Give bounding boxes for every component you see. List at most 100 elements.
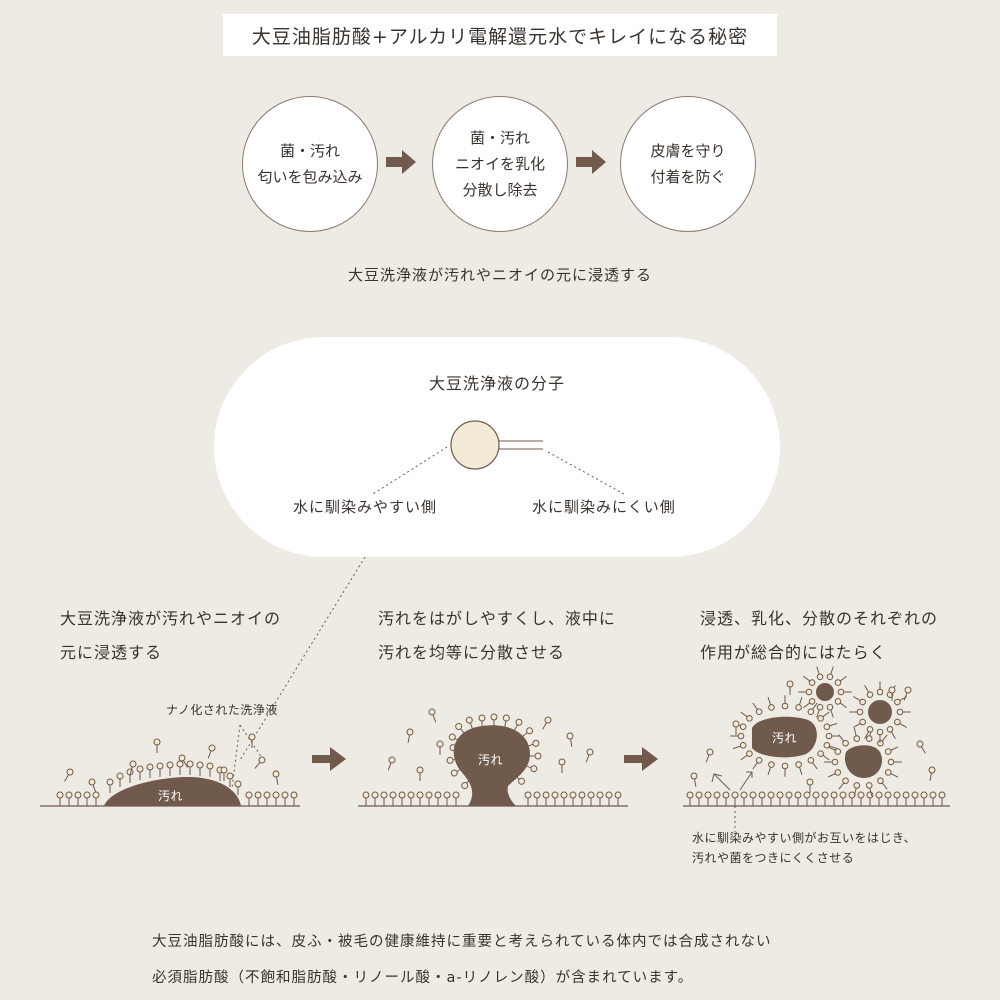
stage-3-line-2: 作用が総合的にはたらく (700, 643, 887, 662)
surfactant-molecule-icon (272, 791, 280, 806)
step-3-line-2: 付着を防ぐ (650, 168, 726, 186)
nano-label: ナノ化された洗浄液 (166, 703, 278, 717)
surfactant-molecule-icon (767, 791, 775, 806)
surfactant-molecule-icon (920, 791, 928, 806)
surfactant-molecule-icon (807, 756, 818, 770)
surfactant-molecule-icon (129, 760, 137, 775)
surfactant-molecule-icon (752, 756, 763, 770)
dirt-label-3: 汚れ (772, 731, 798, 745)
surfactant-molecule-icon (290, 791, 298, 806)
surfactant-molecule-icon (826, 666, 834, 681)
surfactant-molecule-icon (443, 791, 451, 806)
surfactant-molecule-icon (911, 791, 919, 806)
surfactant-molecule-icon (785, 791, 793, 806)
surfactant-molecule-icon (732, 741, 747, 750)
surfactant-molecule-icon (398, 791, 406, 806)
surfactant-molecule-icon (380, 791, 388, 806)
surfactant-molecule-icon (740, 791, 748, 806)
step-circle-2: 菌・汚れ ニオイを乳化 分散し除去 (432, 96, 568, 232)
surfactant-molecule-icon (731, 791, 739, 806)
surfactant-molecule-icon (166, 761, 174, 776)
surfactant-molecule-icon (92, 791, 100, 806)
surfactant-molecule-icon (884, 746, 899, 755)
surfactant-molecule-icon (876, 681, 884, 696)
dirt-label-1: 汚れ (158, 789, 184, 803)
surfactant-molecule-icon (478, 714, 486, 729)
surfactant-molecule-icon (853, 782, 861, 797)
surfactant-molecule-icon (206, 762, 214, 777)
surfactant-molecule-icon (837, 688, 852, 696)
surfactant-molecule-icon (827, 746, 842, 755)
step-circle-1: 菌・汚れ 匂いを包み込み (242, 96, 378, 232)
dirt-blob-3b (844, 745, 883, 778)
surfactant-molecule-icon (88, 778, 97, 793)
surfactant-molecule-icon (887, 758, 902, 766)
stage-2-line-2: 汚れを均等に分散させる (378, 643, 566, 662)
surfactant-molecule-icon (705, 748, 714, 763)
surfactant-molecule-icon (566, 732, 574, 747)
stage-3-text: 浸透、乳化、分散のそれぞれの 作用が総合的にはたらく (700, 602, 938, 670)
surfactant-molecule-icon (226, 772, 234, 787)
surfactant-molecule-icon (767, 761, 775, 775)
surfactant-molecule-icon (153, 738, 161, 753)
surfactant-molecule-icon (713, 791, 721, 806)
surfactant-molecule-icon (416, 766, 424, 781)
surfactant-molecule-icon (585, 748, 594, 763)
surfactant-molecule-icon (803, 675, 816, 686)
surfactant-molecule-icon (875, 791, 883, 806)
surfactant-molecule-icon (704, 791, 712, 806)
surfactant-molecule-icon (894, 718, 907, 728)
surfactant-molecule-icon (877, 734, 888, 747)
surfactant-molecule-icon (523, 764, 538, 773)
arrow-right-icon (624, 747, 658, 771)
stage-2-text: 汚れをはがしやすくし、液中に 汚れを均等に分散させる (378, 602, 616, 670)
stage-1-text: 大豆洗浄液が汚れやニオイの 元に浸透する (60, 602, 281, 670)
surfactant-molecule-icon (853, 696, 866, 706)
surfactant-molecule-icon (767, 697, 775, 711)
surfactant-molecule-icon (853, 718, 866, 728)
surfactant-molecule-icon (596, 791, 604, 806)
surfactant-molecule-icon (803, 698, 816, 709)
surfactant-molecule-icon (587, 791, 595, 806)
surfactant-molecule-icon (425, 791, 433, 806)
step-1-line-1: 菌・汚れ (279, 142, 340, 160)
surfactant-molecule-icon (888, 686, 896, 701)
surfactant-molecule-icon (807, 702, 818, 716)
surfactant-molecule-icon (816, 703, 824, 718)
surfactant-molecule-icon (455, 722, 467, 736)
step-caption: 大豆洗浄液が汚れやニオイの元に浸透する (347, 266, 652, 284)
surfactant-molecule-icon (569, 791, 577, 806)
surfactant-molecule-icon (65, 791, 73, 806)
surfactant-molecule-icon (605, 791, 613, 806)
surfactant-molecule-icon (387, 756, 396, 771)
step-2-line-2: ニオイを乳化 (454, 155, 545, 173)
surfactant-molecule-icon (903, 686, 912, 701)
arrow-right-icon (386, 150, 416, 174)
surfactant-molecule-icon (178, 754, 188, 768)
surfactant-molecule-icon (794, 791, 802, 806)
surfactant-molecule-icon (826, 703, 834, 718)
surfactant-molecule-icon (722, 791, 730, 806)
surfactant-molecule-icon (876, 728, 884, 743)
surfactant-molecule-icon (614, 791, 622, 806)
surfactant-molecule-icon (371, 791, 379, 806)
surfactant-molecule-icon (740, 750, 753, 761)
surfactant-molecule-icon (83, 791, 91, 806)
surfactant-molecule-icon (786, 680, 794, 695)
surfactant-molecule-icon (817, 711, 830, 722)
surfactant-molecule-icon (902, 791, 910, 806)
bottom-line-2: 必須脂肪酸（不飽和脂肪酸・リノール酸・a-リノレン酸）が含まれています。 (152, 970, 694, 986)
dirt-blob-2 (453, 725, 530, 806)
surfactant-molecule-icon (146, 763, 154, 778)
surfactant-molecule-icon (830, 791, 838, 806)
surfactant-molecule-icon (866, 791, 874, 806)
surfactant-molecule-icon (838, 777, 849, 790)
surfactant-molecule-icon (776, 791, 784, 806)
surfactant-molecule-icon (106, 778, 114, 793)
surfactant-molecule-icon (896, 708, 911, 716)
surfactant-molecule-icon (116, 772, 124, 787)
molecule-head-icon (450, 420, 500, 470)
surfactant-molecule-icon (865, 782, 873, 797)
surfactant-molecule-icon (64, 768, 74, 782)
bottom-line-1: 大豆油脂肪酸には、皮ふ・被毛の健康維持に重要と考えられている体内では合成されない (152, 934, 772, 950)
